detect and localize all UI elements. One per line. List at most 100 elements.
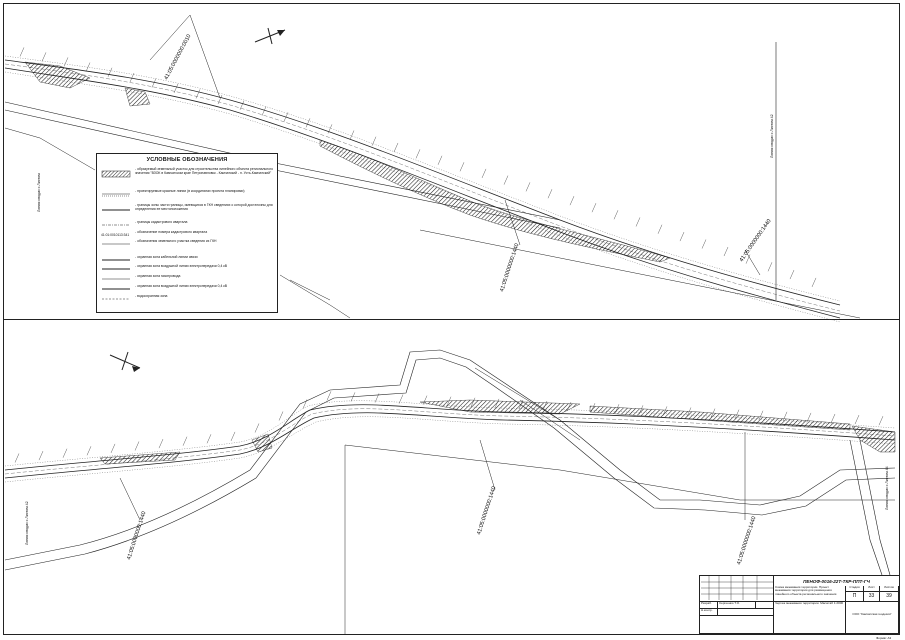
title-block: ПЕНОФ-0016-22Т-ТКР-ППТ-ГЧ Схема межевани…	[699, 575, 900, 635]
station-tick	[239, 100, 245, 110]
sheet-value: 33	[864, 592, 880, 602]
parcel-2	[124, 87, 151, 107]
river-edge-1	[4, 349, 700, 561]
river-branch-1	[849, 439, 883, 576]
station-tick	[811, 277, 817, 287]
leader-top-left-2	[149, 14, 191, 61]
station-tick	[679, 232, 685, 242]
legend-text: - водоохранная зона	[135, 294, 168, 298]
station-tick	[686, 407, 692, 417]
station-tick	[569, 196, 575, 206]
panel-divider	[3, 319, 900, 320]
gas-zone-symbol	[101, 275, 131, 283]
station-tick	[710, 408, 716, 418]
legend-title: УСЛОВНЫЕ ОБОЗНАЧЕНИЯ	[146, 157, 228, 163]
legend-text: - образуемый земельный участок для строи…	[135, 167, 274, 175]
station-tick	[278, 411, 284, 421]
quarter-label-bottom-left: 41:05:0000000:1440	[126, 511, 147, 561]
sheet-header: Лист	[864, 586, 880, 592]
station-tick	[326, 391, 332, 401]
station-tick	[481, 168, 487, 178]
parcel-1	[24, 61, 91, 89]
legend-text: - охранная зона кабельной линии связи	[135, 255, 198, 259]
north-arrow-icon	[254, 27, 286, 45]
empty-cell	[700, 616, 774, 634]
leader-b-mid	[479, 439, 496, 491]
quarter-label-bottom-right: 41:05:0000000:1440	[736, 516, 757, 566]
parcel-b4	[851, 425, 896, 453]
station-tick	[854, 414, 860, 425]
station-ticks-top	[19, 47, 817, 287]
parcel-b3	[589, 405, 851, 431]
water-zone-symbol	[101, 295, 131, 303]
developer-label: Разраб.	[700, 602, 718, 609]
stage-value: П	[846, 592, 864, 602]
river-edge-4	[704, 477, 896, 516]
red-line-top	[4, 55, 841, 302]
signature-cell	[756, 602, 774, 609]
leader-top-right	[744, 249, 761, 276]
legend-text: - охранная зона воздушной линии электроп…	[135, 284, 228, 288]
quarter-number-sample: 41:01:0010113:341	[101, 233, 130, 237]
station-tick	[206, 434, 212, 444]
break-label-bottom-left: Линия сводки с Листом 42	[25, 501, 29, 545]
parcel-b2	[419, 399, 581, 415]
station-tick	[19, 47, 25, 57]
station-tick	[415, 149, 421, 159]
quarter-number-symbol: 41:01:0010113:341	[101, 231, 131, 239]
revision-grid	[700, 576, 774, 602]
station-tick	[107, 67, 113, 77]
quarter-boundary-b2	[344, 444, 895, 501]
project-name: Схема межевания территории. Проект межев…	[774, 586, 846, 602]
station-tick	[789, 269, 795, 280]
north-arrow-icon-b	[109, 351, 141, 372]
station-tick	[230, 431, 236, 441]
drawing-name: Чертеж межевания территории. Масштаб 1:2…	[774, 602, 846, 634]
legend-text: - обозначения земельного участка сведени…	[135, 239, 217, 243]
station-tick	[459, 162, 465, 172]
hatch-symbol	[101, 170, 131, 178]
station-tick	[657, 224, 663, 234]
legend-text: - границы зоны части границы, имеющихся …	[135, 203, 273, 211]
break-label-top-left: Линия сводки с Листом	[37, 173, 41, 212]
quarter-label-top-mid: 41:05:0000000:1440	[499, 243, 520, 293]
station-tick	[591, 203, 597, 213]
quarter-label-top-right: 41:05:0000000:1440	[739, 218, 773, 263]
leader-b-left	[119, 477, 141, 521]
station-tick	[62, 448, 68, 458]
quarter-label-top-left: 41:05:0000000:0010	[163, 34, 192, 81]
station-tick	[446, 396, 452, 406]
boundary-corner-top-2	[289, 279, 331, 301]
boundary-line-1	[4, 101, 561, 221]
station-tick	[350, 392, 356, 402]
legend-text: - границы кадастрового квартала	[135, 220, 188, 224]
station-tick	[254, 423, 260, 433]
station-ticks-bottom	[14, 391, 884, 463]
stream-line	[4, 127, 96, 171]
power-zone-symbol	[101, 265, 131, 273]
checker-label: Н.контр.	[700, 609, 718, 616]
parcel-3	[319, 139, 671, 263]
station-tick	[662, 406, 668, 416]
quarter-boundary-symbol	[101, 221, 131, 229]
station-tick	[38, 451, 44, 461]
station-tick	[398, 394, 404, 404]
station-tick	[503, 175, 509, 185]
legend-text: - проектируемые красные линии (в координ…	[135, 189, 245, 193]
station-tick	[437, 155, 443, 165]
station-tick	[723, 246, 729, 257]
station-tick	[494, 398, 500, 408]
station-tick	[701, 239, 707, 249]
red-line-bottom-b	[4, 416, 896, 483]
station-tick	[261, 106, 267, 116]
station-tick	[173, 83, 179, 93]
station-tick	[758, 410, 764, 420]
station-tick	[63, 57, 69, 67]
cable-zone-symbol	[101, 256, 131, 264]
station-tick	[614, 404, 620, 414]
sheets-header: Листов	[880, 586, 899, 592]
stage-header: Стадия	[846, 586, 864, 592]
river-edge-2	[4, 357, 706, 571]
station-tick	[86, 446, 92, 456]
